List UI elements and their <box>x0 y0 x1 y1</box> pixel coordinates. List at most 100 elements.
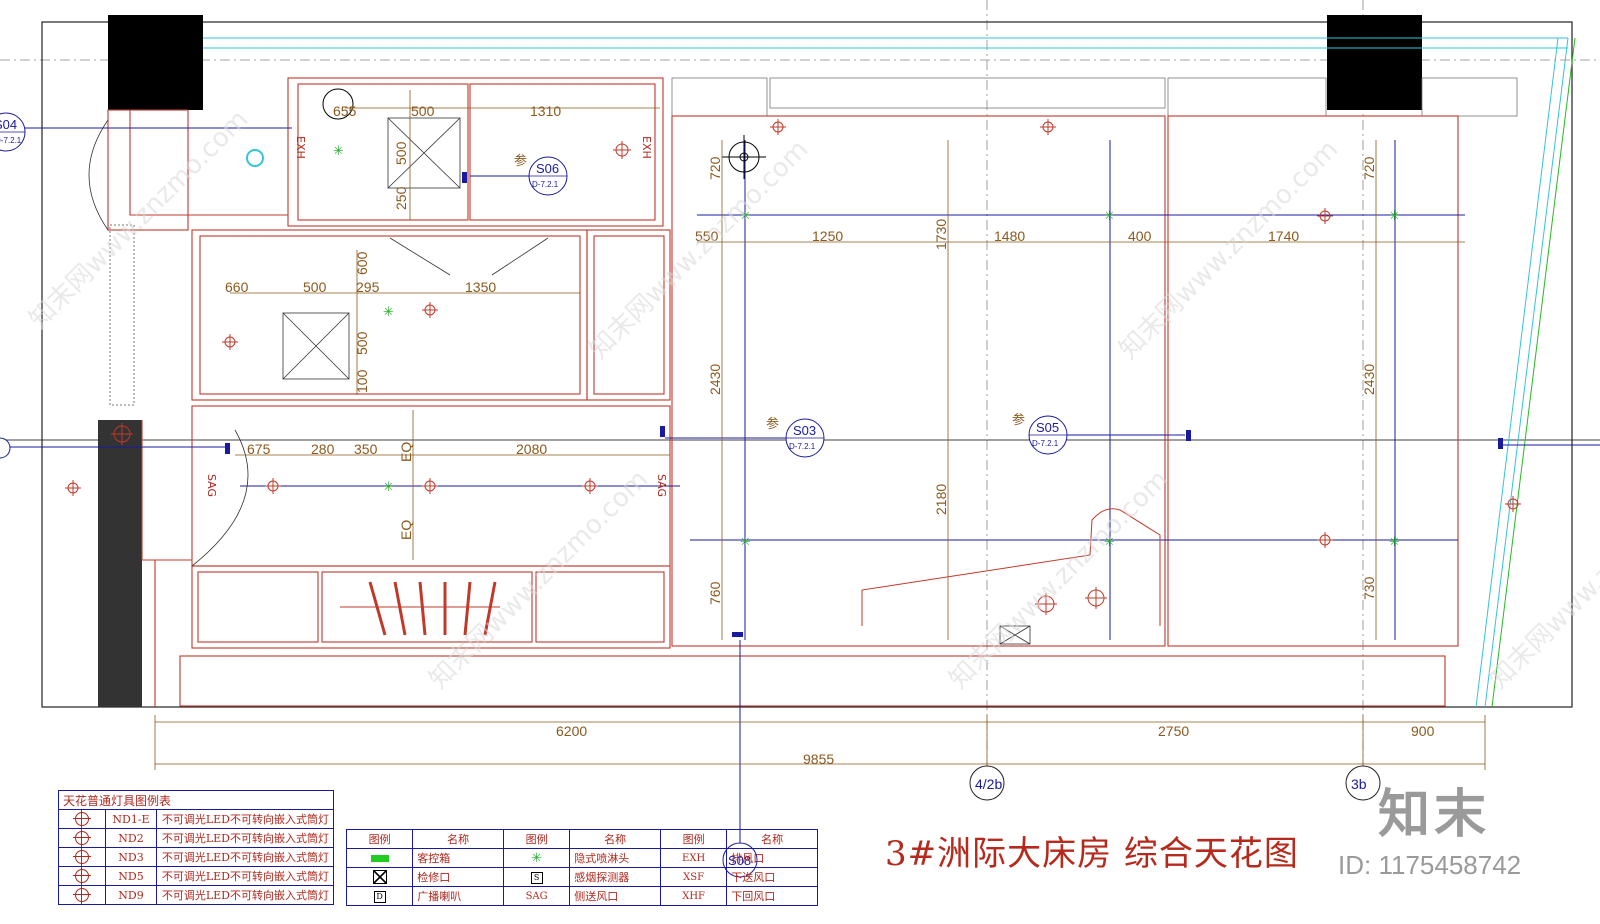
dim-eq-2: EQ <box>398 520 414 540</box>
symbol-legend-table: 图例 名称 图例 名称 图例 名称 客控箱 ✳ 隐式喷淋头 EXH 排风口 检修… <box>345 829 818 906</box>
tag-s04-ref: D-7.2.1 <box>0 136 22 145</box>
svg-text:知末网www.znzmo.com: 知末网www.znzmo.com <box>424 464 655 695</box>
legend-header-row: 图例 名称 图例 名称 图例 名称 <box>345 829 818 849</box>
legend-row: ND5 不可调光LED不可转向嵌入式筒灯 <box>58 866 334 886</box>
svg-text:✳: ✳ <box>1389 535 1400 550</box>
svg-text:✳: ✳ <box>1104 209 1115 224</box>
legend-row: ND3 不可调光LED不可转向嵌入式筒灯 <box>58 847 334 867</box>
tag-s05-ref: D-7.2.1 <box>1032 439 1059 448</box>
legend-code: ND1-E <box>105 809 157 829</box>
downlight-icon <box>73 810 91 828</box>
sag-label-left: SAG <box>205 474 218 497</box>
legend-desc: 不可调光LED不可转向嵌入式筒灯 <box>156 828 334 848</box>
legend-desc: 不可调光LED不可转向嵌入式筒灯 <box>156 809 334 829</box>
legend-code: ND2 <box>105 828 157 848</box>
legend-row: 客控箱 ✳ 隐式喷淋头 EXH 排风口 <box>345 848 818 868</box>
dim-295: 295 <box>356 279 380 295</box>
legend-name: 侧送风口 <box>569 886 661 906</box>
downlight-icon <box>73 829 91 847</box>
room-walls <box>107 77 1459 707</box>
dim-350: 350 <box>354 441 378 457</box>
dim-2180: 2180 <box>933 484 949 515</box>
legend-name: 检修口 <box>412 867 504 887</box>
access-panel-icon <box>372 870 387 884</box>
left-wall-hatch <box>98 420 142 707</box>
dim-100: 100 <box>354 369 370 393</box>
dim-9855: 9855 <box>803 751 834 767</box>
dim-eq-1: EQ <box>398 442 414 462</box>
legend-row: D 广播喇叭 SAG 侧送风口 XHF 下回风口 <box>345 886 818 906</box>
ceiling-grid <box>0 127 1600 860</box>
dim-1250: 1250 <box>812 228 843 244</box>
sag-label-right: SAG <box>655 474 668 497</box>
svg-text:知末网www.znzmo.com: 知末网www.znzmo.com <box>944 464 1175 695</box>
dim-2750: 2750 <box>1158 723 1189 739</box>
downlight-icon <box>73 848 91 866</box>
legend-name: 客控箱 <box>412 848 504 868</box>
legend-header: 名称 <box>726 829 818 849</box>
dim-2080: 2080 <box>516 441 547 457</box>
door-swings <box>88 119 549 567</box>
dim-720-left: 720 <box>707 156 723 180</box>
dim-1310: 1310 <box>530 103 561 119</box>
wardrobe-hangers <box>340 581 500 636</box>
svg-text:✳: ✳ <box>383 305 394 320</box>
shower-panels <box>282 117 1031 645</box>
svg-text:✳: ✳ <box>333 144 344 159</box>
legend-code: ND5 <box>105 866 157 886</box>
tag-s03-ref: D-7.2.1 <box>789 442 816 451</box>
dim-500-v-top: 500 <box>393 141 409 165</box>
dim-760: 760 <box>707 581 723 605</box>
legend-row: 检修口 S 感烟探测器 XSF 下送风口 <box>345 867 818 887</box>
downlight-icon <box>73 886 91 904</box>
legend-row: ND2 不可调光LED不可转向嵌入式筒灯 <box>58 828 334 848</box>
dim-660: 660 <box>225 279 249 295</box>
downlights <box>65 119 1521 615</box>
ac-markers <box>225 172 1503 637</box>
lighting-legend-caption: 天花普通灯具图例表 <box>58 790 334 810</box>
legend-name: 隐式喷淋头 <box>569 848 661 868</box>
speaker-icon: D <box>373 891 386 903</box>
dim-2430-left: 2430 <box>707 364 723 395</box>
tag-s06-ref: D-7.2.1 <box>532 180 559 189</box>
dim-6200: 6200 <box>556 723 587 739</box>
legend-code: ND3 <box>105 847 157 867</box>
dim-500-mid: 500 <box>303 279 327 295</box>
dim-655: 655 <box>333 103 357 119</box>
grid-label-4-2b: 4/2b <box>975 776 1002 792</box>
top-wall-hatch <box>671 77 1518 117</box>
legend-code: ND9 <box>105 885 157 905</box>
legend-row: ND1-E 不可调光LED不可转向嵌入式筒灯 <box>58 809 334 829</box>
legend-header: 图例 <box>502 829 571 849</box>
lighting-legend-table: 天花普通灯具图例表 ND1-E 不可调光LED不可转向嵌入式筒灯 ND2 不可调… <box>58 790 334 905</box>
left-wall-block <box>109 224 135 406</box>
legend-code: XHF <box>659 886 728 906</box>
column-left <box>108 15 203 110</box>
dim-500-v-mid: 500 <box>354 331 370 355</box>
dim-730: 730 <box>1361 576 1377 600</box>
cyan-fixture <box>246 149 264 167</box>
dim-675: 675 <box>247 441 271 457</box>
legend-name: 广播喇叭 <box>412 886 504 906</box>
tag-s06-code: S06 <box>536 161 559 176</box>
legend-header: 名称 <box>412 829 504 849</box>
legend-desc: 不可调光LED不可转向嵌入式筒灯 <box>156 866 334 886</box>
legend-code: EXH <box>659 848 728 868</box>
legend-header: 图例 <box>659 829 728 849</box>
sprinkler-icon: ✳ <box>531 850 543 866</box>
svg-text:✳: ✳ <box>740 209 751 224</box>
tag-s03-code: S03 <box>793 423 816 438</box>
grid-label-3b: 3b <box>1351 776 1367 792</box>
control-box-icon <box>370 854 389 862</box>
dim-900: 900 <box>1411 723 1435 739</box>
svg-text:✳: ✳ <box>1104 535 1115 550</box>
legend-desc: 不可调光LED不可转向嵌入式筒灯 <box>156 885 334 905</box>
drawing-title: 3#洲际大床房 综合天花图 <box>885 834 1299 874</box>
legend-name: 下回风口 <box>726 886 818 906</box>
exh-label-left: EXH <box>294 136 307 159</box>
grid-bubbles <box>969 765 1381 801</box>
dim-280: 280 <box>311 441 335 457</box>
brand-logo: 知末 <box>1378 785 1491 845</box>
dim-1350: 1350 <box>465 279 496 295</box>
smoke-detector-icon: S <box>530 872 543 884</box>
